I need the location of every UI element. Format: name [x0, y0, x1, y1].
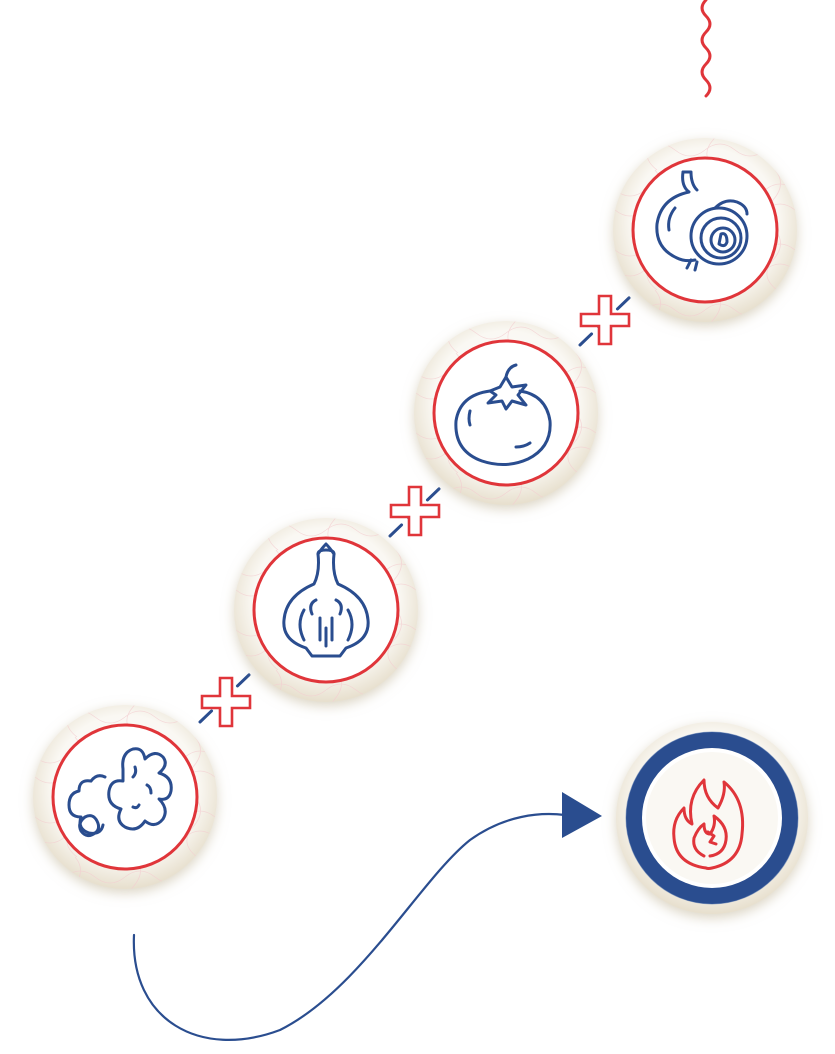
- tomato-icon: [454, 363, 552, 466]
- ingredient-garlic: [234, 518, 418, 702]
- plus-icon: [200, 676, 252, 728]
- arrow-icon: [562, 792, 602, 838]
- squiggle-line: [700, 0, 712, 98]
- plus-icon: [579, 294, 631, 346]
- garlic-icon: [282, 542, 370, 658]
- result-fire: [616, 722, 808, 914]
- onion-icon: [655, 170, 749, 272]
- ginger-icon: [67, 747, 173, 838]
- fire-icon: [672, 778, 745, 870]
- flow-arrow-line: [132, 812, 567, 1041]
- ingredient-tomato: [414, 321, 598, 505]
- ingredient-ginger: [33, 705, 217, 889]
- plus-icon: [389, 485, 441, 537]
- ingredient-onion: [613, 138, 797, 322]
